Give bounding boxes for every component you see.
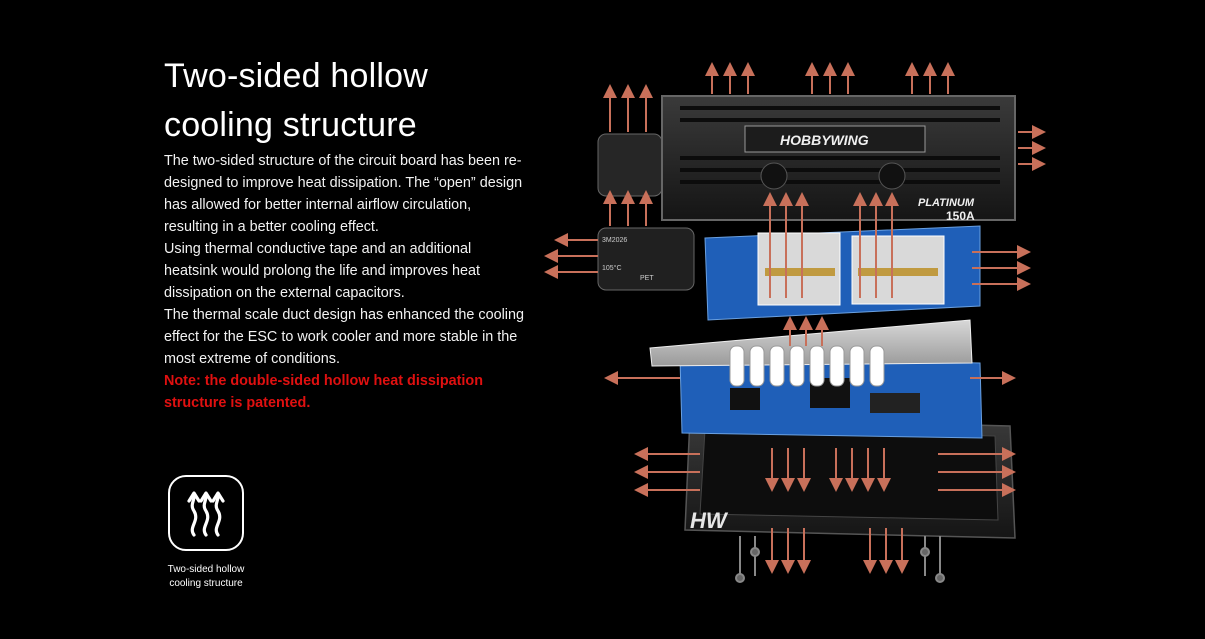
capacitor-bank: 3M2026 105°C PET — [597, 133, 695, 291]
title-line-2: cooling structure — [164, 106, 417, 144]
airflow-arrows — [544, 62, 1046, 574]
patent-note: Note: the double-sided hollow heat dissi… — [164, 373, 483, 411]
description-paragraph-3: The thermal scale duct design has enhanc… — [164, 307, 524, 367]
heatsink-brand: HOBBYWING — [780, 132, 869, 148]
mounting-screws — [735, 536, 945, 583]
case-logo: HW — [690, 508, 729, 533]
description-paragraph-1: The two-sided structure of the circuit b… — [164, 153, 523, 235]
heatsink-model: PLATINUM — [918, 197, 975, 209]
thermal-duct — [649, 319, 973, 387]
badge-caption-line-2: cooling structure — [169, 578, 243, 589]
esc-exploded-illustration: HW 3M2026 105°C PET — [544, 62, 1046, 583]
top-heatsink: HOBBYWING PLATINUM 150A — [661, 95, 1016, 223]
cooling-badge — [168, 475, 246, 551]
heat-waves-icon — [168, 475, 244, 551]
capacitor-label: 3M2026 — [602, 237, 627, 244]
badge-caption: Two-sided hollow cooling structure — [146, 563, 266, 591]
feature-title: Two-sided hollow cooling structure — [164, 52, 524, 150]
badge-caption-line-1: Two-sided hollow — [167, 564, 245, 575]
upper-pcb — [704, 225, 981, 321]
title-line-1: Two-sided hollow — [164, 57, 428, 95]
feature-description: The two-sided structure of the circuit b… — [164, 150, 524, 414]
capacitor-temp: 105°C — [602, 264, 622, 272]
capacitor-type: PET — [640, 275, 654, 282]
description-paragraph-2: Using thermal conductive tape and an add… — [164, 241, 480, 301]
heatsink-rating: 150A — [946, 209, 975, 223]
feature-text: Two-sided hollow cooling structure The t… — [164, 52, 524, 414]
